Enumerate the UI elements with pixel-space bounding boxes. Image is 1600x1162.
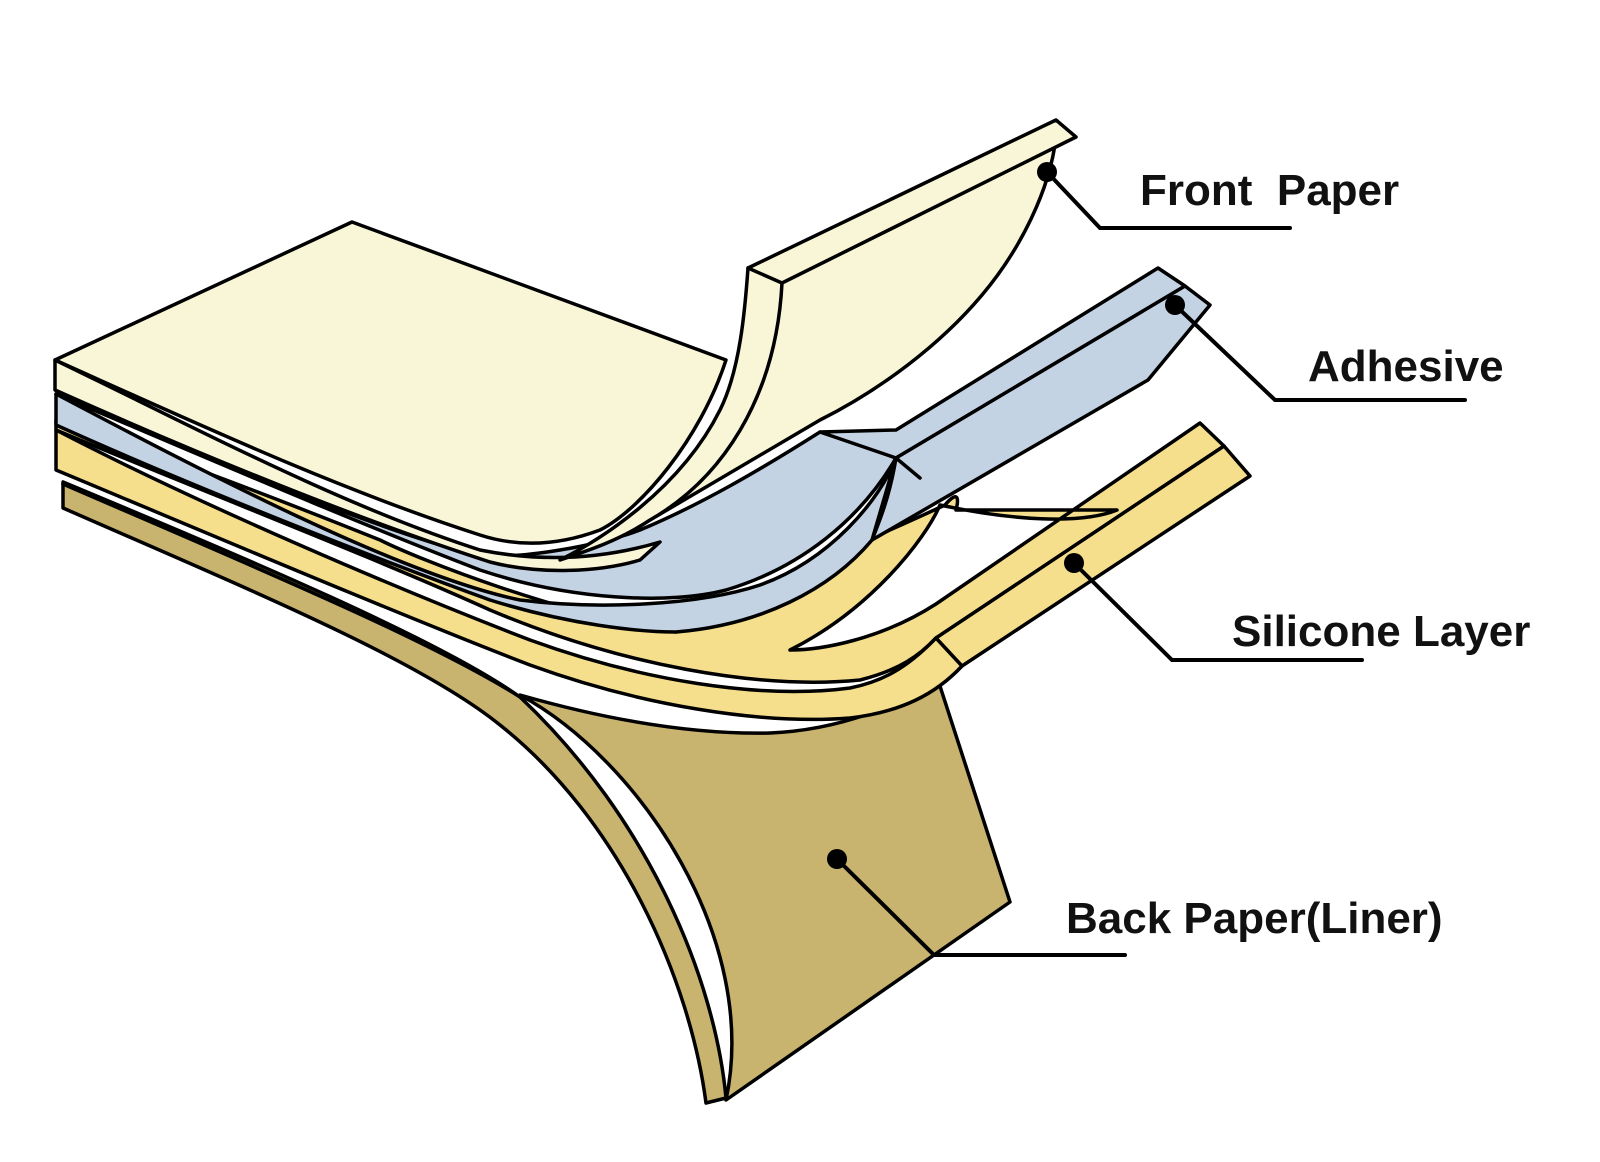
back-paper-leader-line xyxy=(835,857,1127,957)
adhesive-label: Adhesive xyxy=(1308,342,1504,391)
silicone-top-face xyxy=(54,418,1226,684)
front-paper-layer xyxy=(53,118,1078,573)
front-paper-flat-face xyxy=(53,220,728,545)
labels: Front Paper Adhesive Silicone Layer Back… xyxy=(1066,166,1530,943)
front-paper-edge xyxy=(53,358,662,573)
front-paper-fold-line xyxy=(746,266,784,285)
front-paper-callout xyxy=(1037,162,1292,230)
front-paper-leader-line xyxy=(1045,170,1292,230)
silicone-layer-label: Silicone Layer xyxy=(1232,607,1530,656)
silicone-edge xyxy=(54,428,964,722)
back-paper-layer xyxy=(61,480,1012,1105)
front-paper-label: Front Paper xyxy=(1140,166,1399,215)
adhesive-callout xyxy=(1165,295,1467,402)
back-paper-label: Back Paper(Liner) xyxy=(1066,894,1443,943)
callouts xyxy=(827,162,1467,957)
front-paper-peeled-edge xyxy=(558,118,1078,562)
silicone-layer-leader-line xyxy=(1072,561,1364,662)
adhesive-leader-line xyxy=(1173,303,1467,402)
back-paper-edge-line xyxy=(61,482,522,699)
back-paper-edge xyxy=(61,480,728,1105)
silicone-layer xyxy=(54,418,1252,722)
silicone-strip xyxy=(924,444,1252,692)
silicone-layer-callout xyxy=(1064,553,1364,662)
adhesive-bevel xyxy=(818,430,922,480)
back-paper-callout xyxy=(827,849,1127,957)
back-paper-peeled-face xyxy=(518,678,1012,1102)
